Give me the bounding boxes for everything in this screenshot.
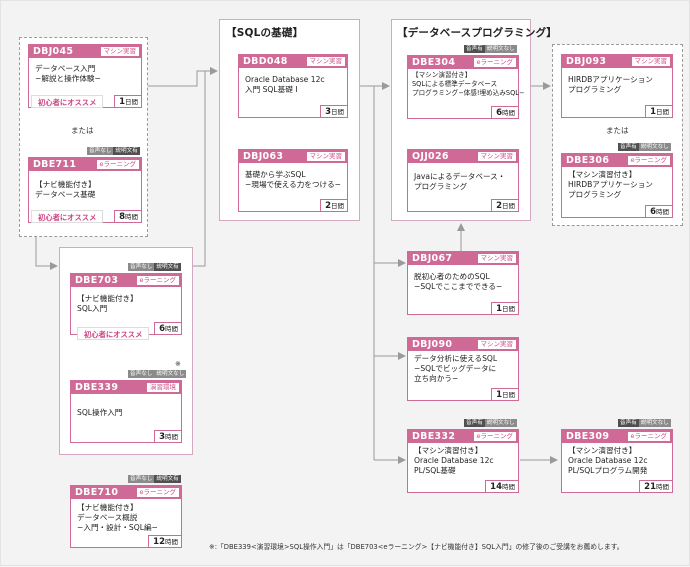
course-type-badge: マシン実習 [306,57,345,66]
course-card-dbj090[interactable]: DBJ090 マシン実習 データ分析に使えるSQL −SQLでビッグデータに 立ち… [407,337,519,401]
course-type-badge: eラーニング [627,432,670,441]
course-duration: 3日間 [320,105,347,117]
course-type-badge: eラーニング [136,276,179,285]
course-title: 【マシン演習付き】 SQLによる標準データベース プログラミング−体感!埋め込み… [412,71,525,97]
course-code: DBE306 [566,155,610,166]
course-duration: 8時間 [114,210,141,222]
course-title: SQL操作入門 [77,408,123,417]
course-type-badge: マシン実習 [631,57,670,66]
course-card-dbe309[interactable]: DBE309 eラーニング 【マシン演習付き】 Oracle Database 1… [561,429,673,493]
course-code: DBE711 [33,159,77,170]
course-code: DBJ045 [33,46,74,57]
media-badges-dbe703: 音声なし説明文有 [128,263,181,271]
course-code: DBJ090 [412,339,453,350]
course-type-badge: マシン実習 [477,254,516,263]
course-type-badge: eラーニング [136,488,179,497]
course-type-badge: マシン実習 [477,152,516,161]
recommend-badge: 初心者にオススメ [31,210,104,223]
course-card-dbe339[interactable]: DBE339 演習環境 SQL操作入門 3時間 [70,380,182,443]
course-code: DBE703 [75,275,119,286]
course-card-dbe304[interactable]: DBE304 eラーニング 【マシン演習付き】 SQLによる標準データベース プロ… [407,55,524,119]
course-title: 【ナビ機能付き】 データベース概説 −入門・設計・SQL編− [77,503,158,532]
course-duration: 6時間 [491,106,518,118]
course-type-badge: マシン実習 [477,340,516,349]
course-card-dbe332[interactable]: DBE332 eラーニング 【マシン演習付き】 Oracle Database 1… [407,429,519,493]
course-title: 【ナビ機能付き】 SQL入門 [77,294,138,313]
group-title-sql-basics: 【SQLの基礎】 [226,27,304,39]
course-title: データベース入門 −解説と操作体験− [35,64,101,83]
course-card-ojj026[interactable]: OJJ026 マシン実習 Javaによるデータベース・ プログラミング 2日間 [407,149,519,212]
course-code: DBJ063 [243,151,284,162]
course-duration: 3時間 [154,430,181,442]
course-card-dbd048[interactable]: DBD048 マシン実習 Oracle Database 12c 入門 SQL基礎… [238,54,348,118]
media-badges-dbe304: 音声有説明文なし [464,45,517,53]
media-badges-dbe332: 音声有説明文なし [464,419,517,427]
course-card-dbe703[interactable]: DBE703 eラーニング 【ナビ機能付き】 SQL入門 初心者にオススメ 6時間 [70,273,182,340]
media-badges-dbe339: 音声なし説明文なし [128,370,187,378]
course-title: HIRDBアプリケーション プログラミング [568,75,653,94]
course-type-badge: eラーニング [473,58,516,67]
course-type-badge: eラーニング [627,156,670,165]
course-card-dbj067[interactable]: DBJ067 マシン実習 脱初心者のためのSQL −SQLでここまでできる− 1日… [407,251,519,315]
recommend-badge: 初心者にオススメ [31,95,104,108]
course-duration: 1日間 [114,95,141,107]
course-code: OJJ026 [412,151,449,162]
media-badges-dbe309: 音声有説明文なし [618,419,671,427]
course-type-badge: マシン実習 [306,152,345,161]
course-type-badge: マシン実習 [100,47,139,56]
course-title: 基礎から学ぶSQL −現場で使える力をつける− [245,170,342,189]
recommend-badge: 初心者にオススメ [77,327,150,340]
course-duration: 12時間 [148,535,181,547]
media-badges-dbe306: 音声有説明文なし [618,143,671,151]
course-code: DBE339 [75,382,119,393]
course-duration: 1日間 [491,388,518,400]
or-label-right: または [606,126,629,135]
course-title: Oracle Database 12c 入門 SQL基礎 I [245,75,325,94]
footnote: ※:「DBE339<演習環境>SQL操作入門」は「DBE703<eラーニング>【… [209,543,624,551]
course-duration: 6時間 [645,205,672,217]
media-badges-dbe710: 音声なし説明文有 [128,475,181,483]
course-duration: 2日間 [491,199,518,211]
course-duration: 1日間 [645,105,672,117]
course-title: データ分析に使えるSQL −SQLでビッグデータに 立ち向かう− [414,354,498,383]
course-card-dbj063[interactable]: DBJ063 マシン実習 基礎から学ぶSQL −現場で使える力をつける− 2日間 [238,149,348,212]
course-duration: 14時間 [485,480,518,492]
course-title: 【ナビ機能付き】 データベース基礎 [35,180,96,199]
or-label-left: または [71,126,94,135]
course-type-badge: eラーニング [96,160,139,169]
course-type-badge: eラーニング [473,432,516,441]
course-code: DBE710 [75,487,119,498]
course-code: DBE304 [412,57,456,68]
course-code: DBD048 [243,56,288,67]
course-code: DBJ093 [566,56,607,67]
course-duration: 6時間 [154,322,181,334]
media-badges-dbe711: 音声なし説明文有 [87,147,140,155]
note-marker: ※ [175,360,181,368]
course-duration: 21時間 [639,480,672,492]
course-card-dbe710[interactable]: DBE710 eラーニング 【ナビ機能付き】 データベース概説 −入門・設計・SQ… [70,485,182,548]
line-dbe703-to-sql-basics [193,71,206,267]
course-card-dbe306[interactable]: DBE306 eラーニング 【マシン演習付き】 HIRDBアプリケーション プログ… [561,153,673,218]
course-title: 【マシン演習付き】 Oracle Database 12c PL/SQL基礎 [414,446,494,475]
course-duration: 2日間 [320,199,347,211]
course-title: 【マシン演習付き】 HIRDBアプリケーション プログラミング [568,170,653,199]
course-code: DBE332 [412,431,456,442]
course-title: 脱初心者のためのSQL −SQLでここまでできる− [414,272,503,291]
course-card-dbj093[interactable]: DBJ093 マシン実習 HIRDBアプリケーション プログラミング 1日間 [561,54,673,118]
course-type-badge: 演習環境 [147,383,179,392]
course-title: 【マシン演習付き】 Oracle Database 12c PL/SQLプログラ… [568,446,648,475]
course-duration: 1日間 [491,302,518,314]
course-title: Javaによるデータベース・ プログラミング [414,172,506,191]
course-code: DBJ067 [412,253,453,264]
group-title-db-programming: 【データベースプログラミング】 [397,27,557,39]
course-code: DBE309 [566,431,610,442]
arrow-beginner-to-dbe703 [35,237,58,270]
arrow-beginner-to-sql-basics [148,67,218,87]
